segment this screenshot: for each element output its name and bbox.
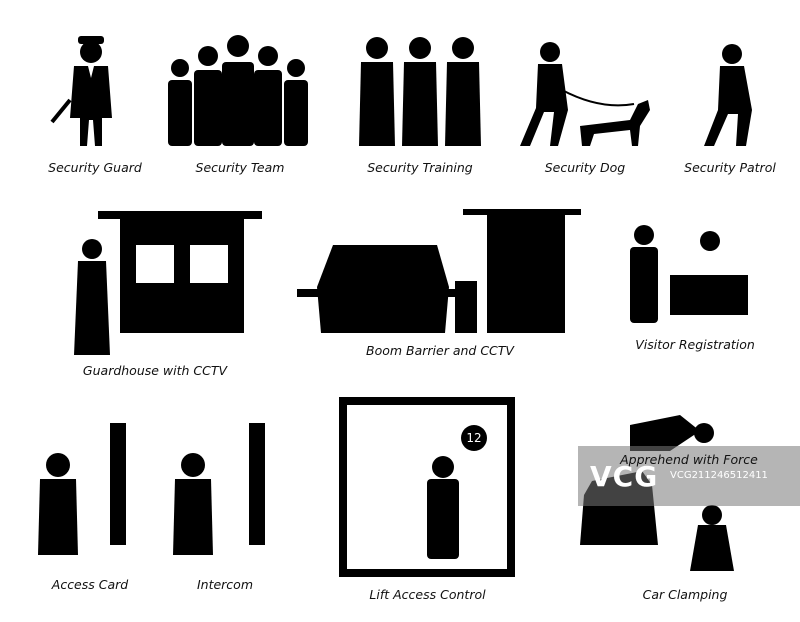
- panel-label: Visitor Registration: [635, 337, 755, 352]
- security-guard-icon: [50, 36, 112, 146]
- panel-label: Guardhouse with CCTV: [82, 363, 228, 378]
- lift-icon: [339, 397, 515, 577]
- boom-barrier-icon: [297, 209, 581, 333]
- panel-intercom: Intercom: [165, 415, 285, 605]
- panel-label: Security Training: [367, 160, 473, 175]
- panel-security-patrol: Security Patrol: [670, 30, 790, 180]
- watermark-id: VCG211246512411: [670, 470, 768, 481]
- panel-access-card: Access Card: [30, 415, 150, 605]
- panel-label: Security Patrol: [684, 160, 776, 175]
- panel-label: Security Guard: [48, 160, 142, 175]
- panel-label: Car Clamping: [642, 587, 728, 602]
- panel-security-dog: Security Dog: [510, 30, 660, 180]
- security-patrol-icon: [704, 44, 752, 146]
- panel-security-guard: Security Guard: [40, 30, 150, 180]
- panel-label: Apprehend with Force: [620, 452, 758, 467]
- panel-security-training: Security Training: [345, 30, 495, 180]
- security-dog-icon: [520, 42, 650, 146]
- panel-label: Intercom: [196, 577, 254, 592]
- panel-label: Boom Barrier and CCTV: [366, 343, 514, 358]
- access-card-icon: [38, 423, 126, 555]
- panel-label: Security Dog: [544, 160, 626, 175]
- intercom-icon: [173, 423, 265, 555]
- watermark-banner: Apprehend with Force VCG VCG211246512411: [578, 446, 800, 506]
- panel-visitor-registration: Visitor Registration: [610, 215, 780, 365]
- visitor-registration-icon: [630, 225, 748, 323]
- panel-lift-access-control: 12 Lift Access Control: [335, 395, 520, 610]
- panel-guardhouse-cctv: Guardhouse with CCTV: [40, 205, 270, 385]
- panel-label: Access Card: [51, 577, 129, 592]
- panel-security-team: Security Team: [160, 30, 320, 180]
- watermark-logo: VCG: [590, 460, 659, 493]
- guardhouse-cctv-icon: [74, 211, 262, 355]
- panel-label: Security Team: [195, 160, 285, 175]
- panel-label: Lift Access Control: [369, 587, 486, 602]
- security-team-icon: [168, 35, 308, 146]
- floor-number-badge-icon: 12: [461, 425, 487, 451]
- security-training-icon: [359, 37, 481, 146]
- panel-boom-barrier: Boom Barrier and CCTV: [295, 205, 585, 365]
